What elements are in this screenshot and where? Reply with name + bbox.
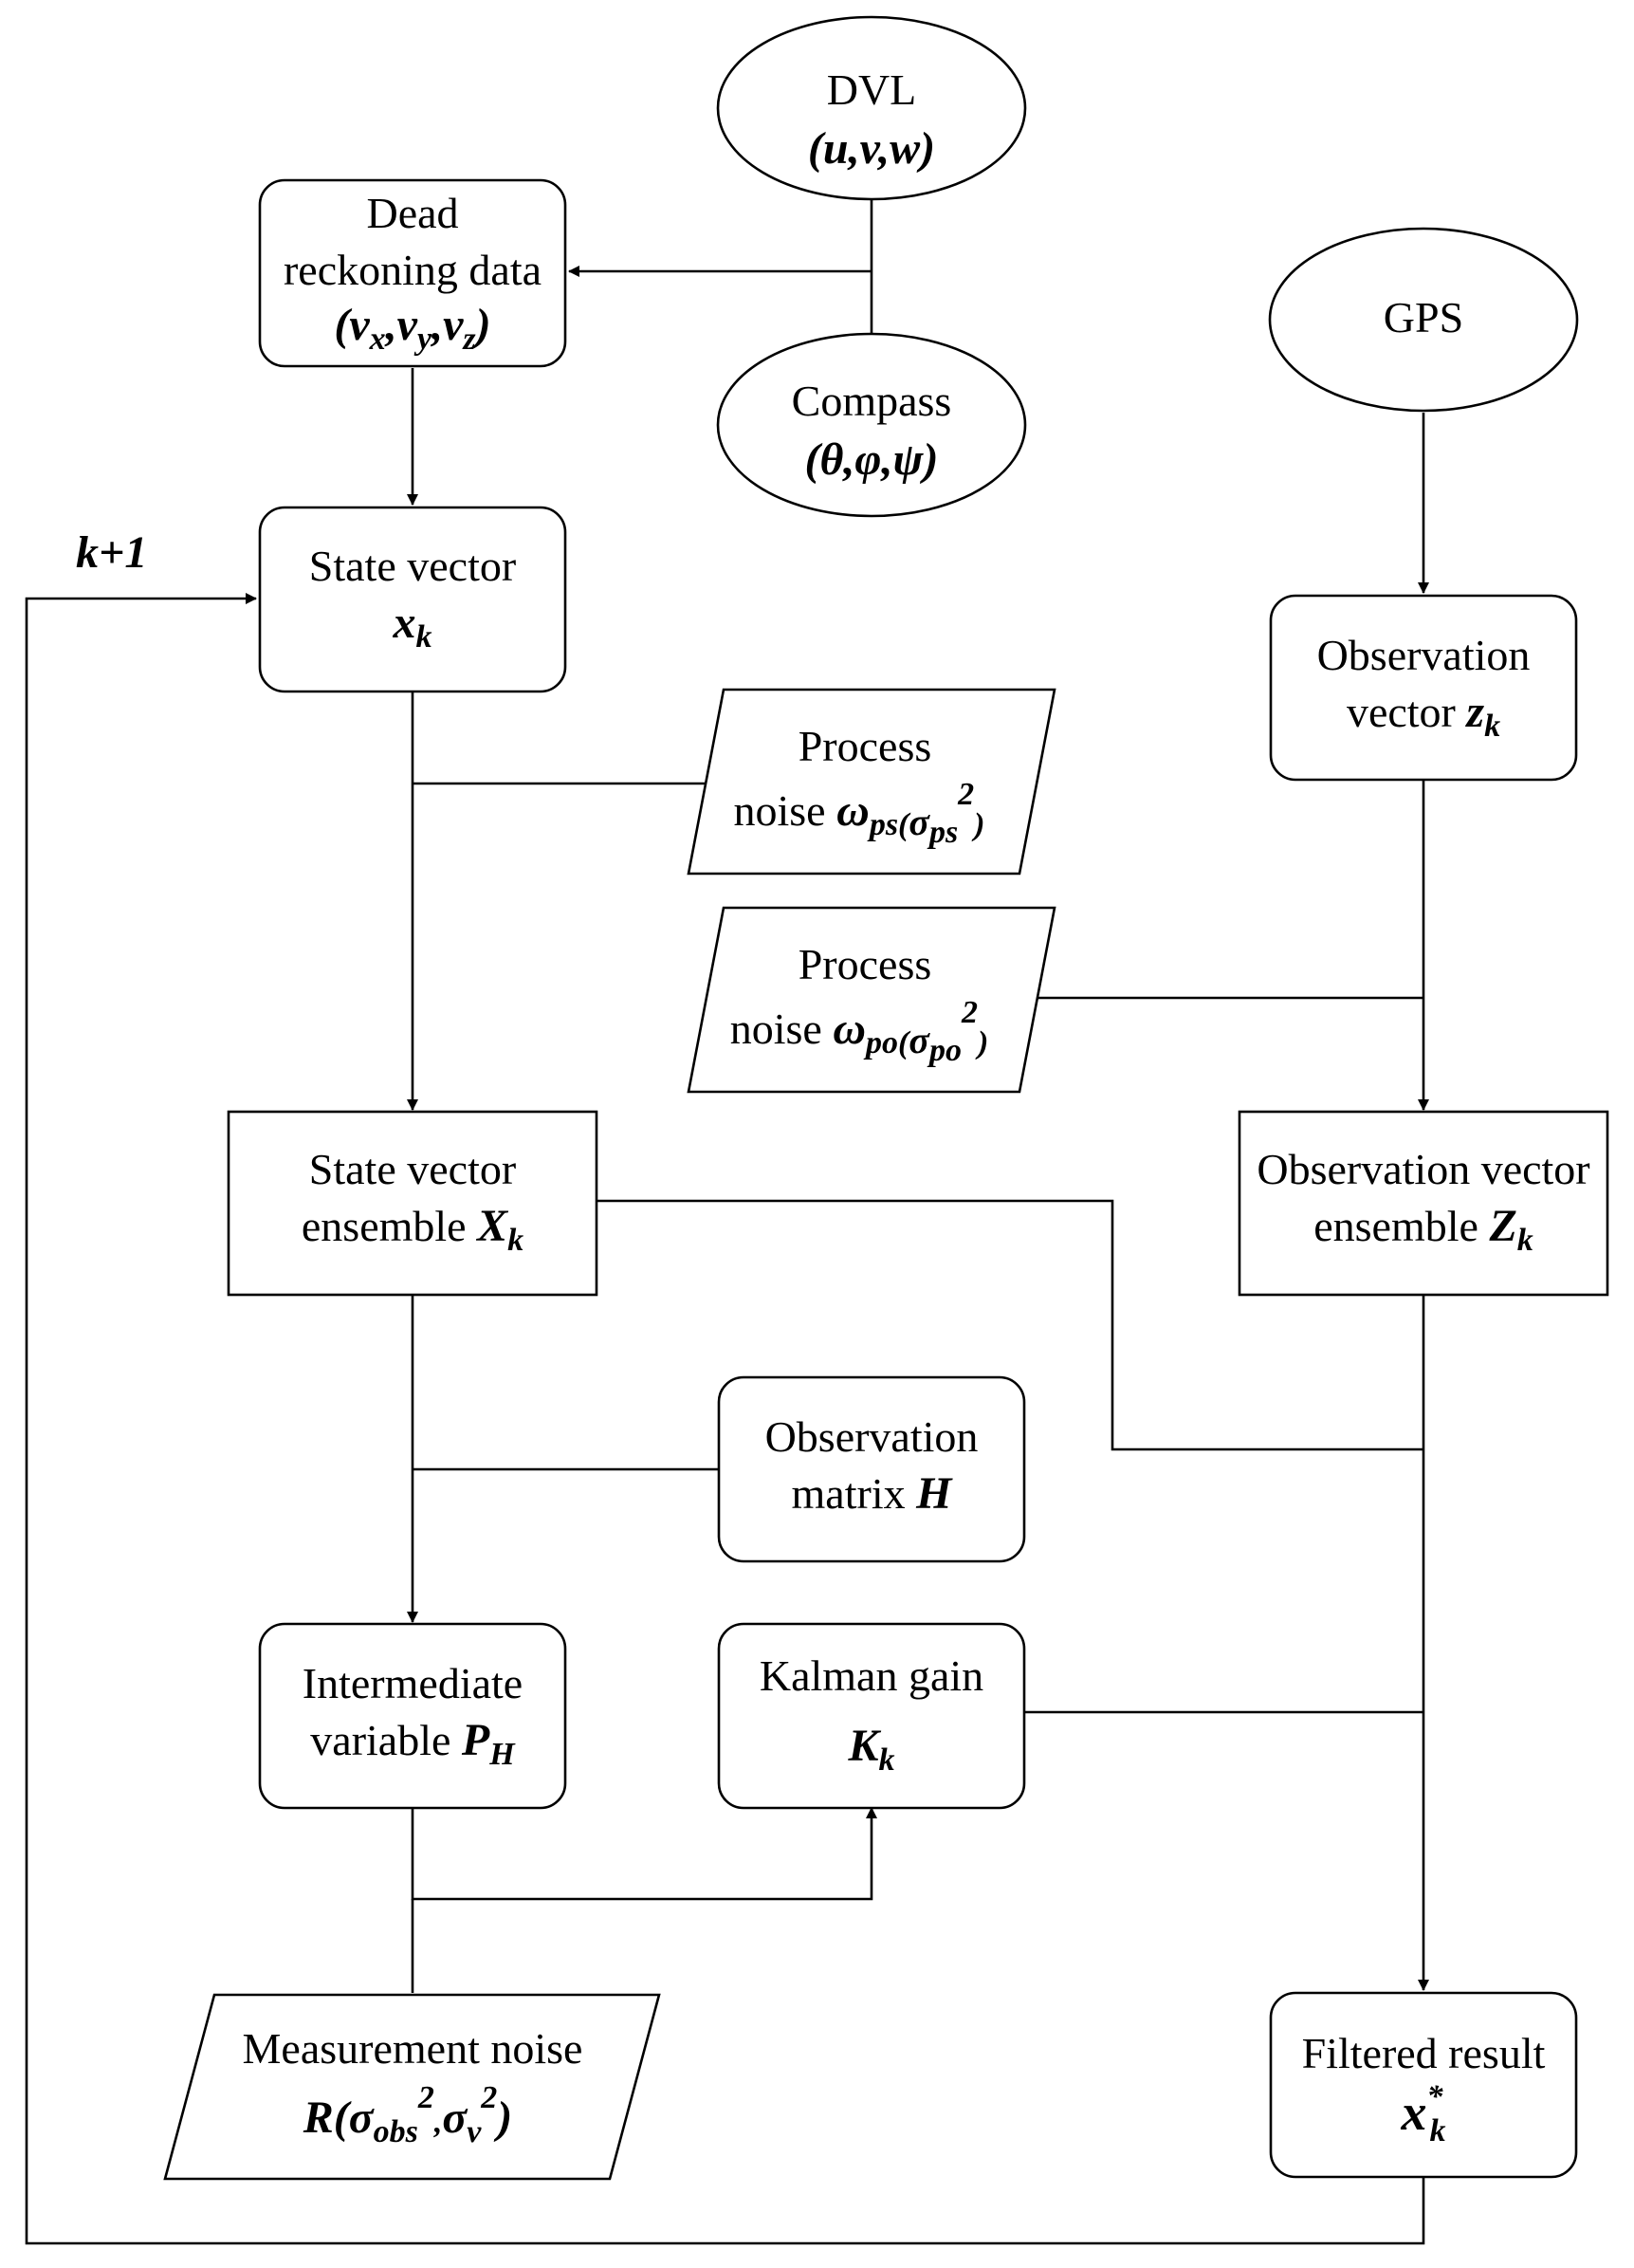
compass-node: Compass (θ,φ,ψ) (716, 332, 1027, 518)
edge-intermediate-to-kalman (411, 1805, 877, 1901)
dvl-label: DVL (827, 65, 917, 114)
dvl-node: DVL (u,v,w) (716, 15, 1027, 201)
process-noise-po-node: Process noise ωpo(σpo2) (687, 906, 1056, 1094)
measurement-noise-formula: R(σobs2,σv2) (303, 2080, 513, 2149)
filtered-result-node: Filtered result x*k (1269, 1991, 1578, 2179)
dvl-formula: (u,v,w) (808, 123, 935, 174)
observation-ensemble-node: Observation vector ensemble Zk (1238, 1110, 1609, 1297)
kalman-gain-line1: Kalman gain (760, 1651, 983, 1700)
process-noise-po-line1: Process (799, 940, 932, 988)
state-ensemble-line2: ensemble Xk (302, 1201, 523, 1258)
compass-label: Compass (792, 377, 952, 425)
filtered-result-var: x*k (1401, 2079, 1446, 2148)
observation-ensemble-line2: ensemble Zk (1313, 1201, 1533, 1258)
state-vector-node: State vector xk (258, 506, 567, 693)
process-noise-po-line2: noise ωpo(σpo2) (730, 995, 989, 1068)
dead-reckoning-line2: reckoning data (284, 246, 542, 294)
intermediate-line2: variable PH (310, 1715, 516, 1772)
dead-reckoning-node: Dead reckoning data (vx,vy,vz) (258, 178, 567, 368)
state-ensemble-node: State vector ensemble Xk (227, 1110, 598, 1297)
kalman-gain-node: Kalman gain Kk (717, 1622, 1026, 1810)
dead-reckoning-line1: Dead (366, 189, 458, 237)
edge-feedback-loop (25, 593, 1425, 2245)
observation-vector-line1: Observation (1317, 631, 1531, 679)
edge-state-ensemble-to-right (597, 1199, 1423, 1451)
observation-matrix-line1: Observation (765, 1412, 979, 1461)
state-vector-label: State vector (309, 542, 516, 590)
process-noise-ps-node: Process noise ωps(σps2) (687, 688, 1056, 876)
measurement-noise-node: Measurement noise R(σobs2,σv2) (163, 1993, 661, 2181)
observation-matrix-line2: matrix H (792, 1468, 954, 1519)
gps-label: GPS (1384, 293, 1463, 341)
observation-vector-node: Observation vector zk (1269, 594, 1578, 782)
kalman-gain-var: Kk (847, 1721, 894, 1778)
process-noise-ps-line1: Process (799, 722, 932, 770)
state-ensemble-line1: State vector (309, 1145, 516, 1193)
connectors (25, 158, 1429, 2245)
gps-node: GPS (1268, 227, 1579, 413)
filtered-result-line1: Filtered result (1302, 2029, 1546, 2077)
observation-vector-line2: vector zk (1347, 687, 1500, 744)
loop-label: k+1 (76, 527, 147, 578)
observation-matrix-node: Observation matrix H (717, 1375, 1026, 1563)
state-vector-var: xk (393, 598, 432, 655)
compass-formula: (θ,φ,ψ) (804, 434, 938, 485)
dead-reckoning-formula: (vx,vy,vz) (334, 300, 490, 357)
measurement-noise-line1: Measurement noise (243, 2024, 583, 2073)
intermediate-line1: Intermediate (303, 1659, 523, 1707)
observation-ensemble-line1: Observation vector (1257, 1145, 1589, 1193)
process-noise-ps-line2: noise ωps(σps2) (733, 777, 984, 850)
intermediate-node: Intermediate variable PH (258, 1622, 567, 1810)
